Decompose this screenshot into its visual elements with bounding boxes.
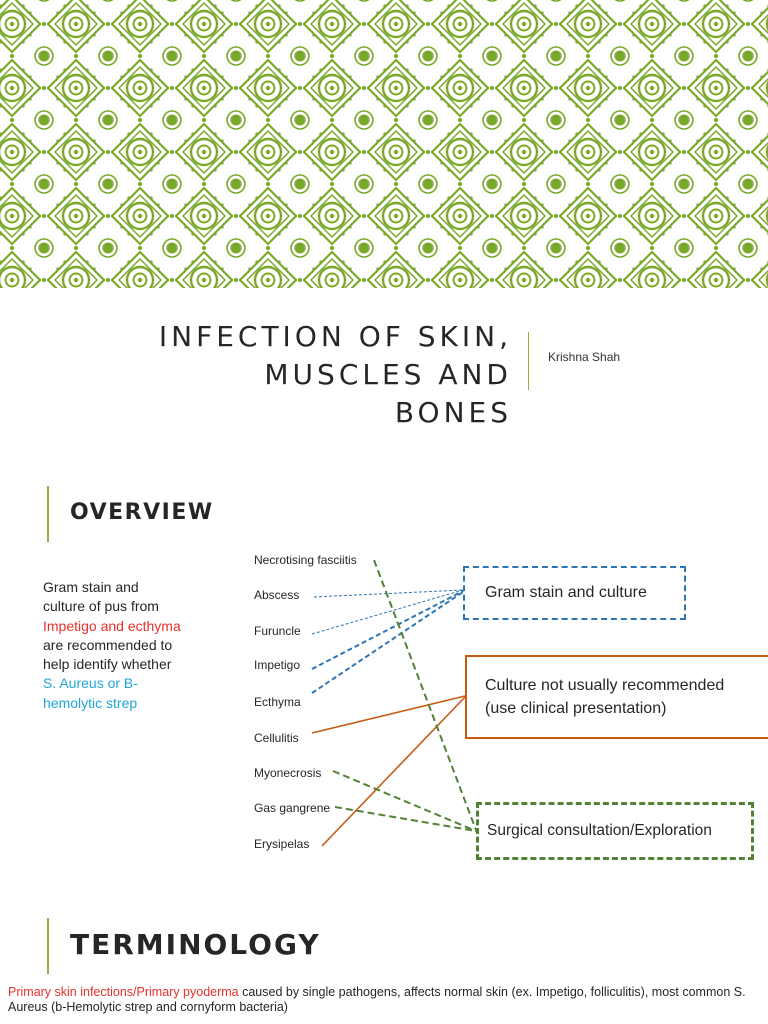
title-banner-pattern — [0, 0, 768, 288]
title-line-1: INFECTION OF SKIN, MUSCLES AND — [158, 320, 512, 391]
terminology-heading: TERMINOLOGY — [70, 928, 321, 961]
title-line-2: BONES — [394, 396, 512, 429]
condition-myonecrosis: Myonecrosis — [254, 766, 322, 780]
note-text-1: Gram stain and culture of pus from — [43, 579, 159, 615]
connector-gas-gangrene-surgical — [334, 806, 477, 832]
connector-cellulitis-culture — [311, 695, 466, 734]
author-name: Krishna Shah — [548, 350, 621, 364]
condition-ecthyma: Ecthyma — [254, 695, 301, 709]
condition-impetigo: Impetigo — [254, 658, 301, 672]
culture-not-recommended-box: Culture not usually recommended (use cli… — [465, 655, 768, 739]
condition-necrotising-fasciitis: Necrotising fasciitis — [254, 553, 357, 567]
connector-impetigo-gram — [311, 590, 464, 670]
overview-note: Gram stain and culture of pus from Impet… — [43, 578, 183, 713]
note-highlight-red: Impetigo and ecthyma — [43, 617, 181, 634]
connector-furuncle-gram — [311, 589, 464, 635]
connector-necrotising-surgical — [373, 559, 477, 831]
presentation-title: INFECTION OF SKIN, MUSCLES AND BONES — [12, 318, 512, 432]
condition-furuncle: Furuncle — [254, 624, 301, 638]
condition-cellulitis: Cellulitis — [254, 731, 299, 745]
connector-abscess-gram — [313, 589, 464, 598]
terminology-description: caused by single pathogens, affects norm… — [8, 985, 746, 1014]
overview-heading: OVERVIEW — [70, 500, 214, 525]
terminology-term: Primary skin infections/Primary pyoderma — [8, 985, 239, 999]
overview-accent-bar — [47, 486, 49, 542]
surgical-label: Surgical consultation/Exploration — [487, 822, 712, 839]
note-text-2: are recommended to help identify whether — [43, 636, 173, 673]
green-circle-diamond-pattern — [0, 0, 768, 288]
gram-stain-label: Gram stain and culture — [485, 584, 647, 601]
culture-label-line-1: Culture not usually recommended — [485, 677, 725, 694]
gram-stain-box: Gram stain and culture — [463, 566, 686, 620]
surgical-consultation-box: Surgical consultation/Exploration — [476, 802, 754, 860]
culture-label-line-2: (use clinical presentation) — [485, 700, 667, 717]
terminology-definition: Primary skin infections/Primary pyoderma… — [8, 985, 764, 1015]
note-highlight-cyan: S. Aureus or B-hemolytic strep — [43, 675, 138, 711]
title-divider — [528, 332, 529, 390]
condition-gas-gangrene: Gas gangrene — [254, 801, 331, 815]
connector-myonecrosis-surgical — [332, 770, 477, 832]
connector-ecthyma-gram — [311, 591, 464, 694]
terminology-accent-bar — [47, 918, 49, 974]
condition-erysipelas: Erysipelas — [254, 837, 310, 851]
condition-abscess: Abscess — [254, 588, 300, 602]
connector-erysipelas-culture — [321, 696, 466, 847]
